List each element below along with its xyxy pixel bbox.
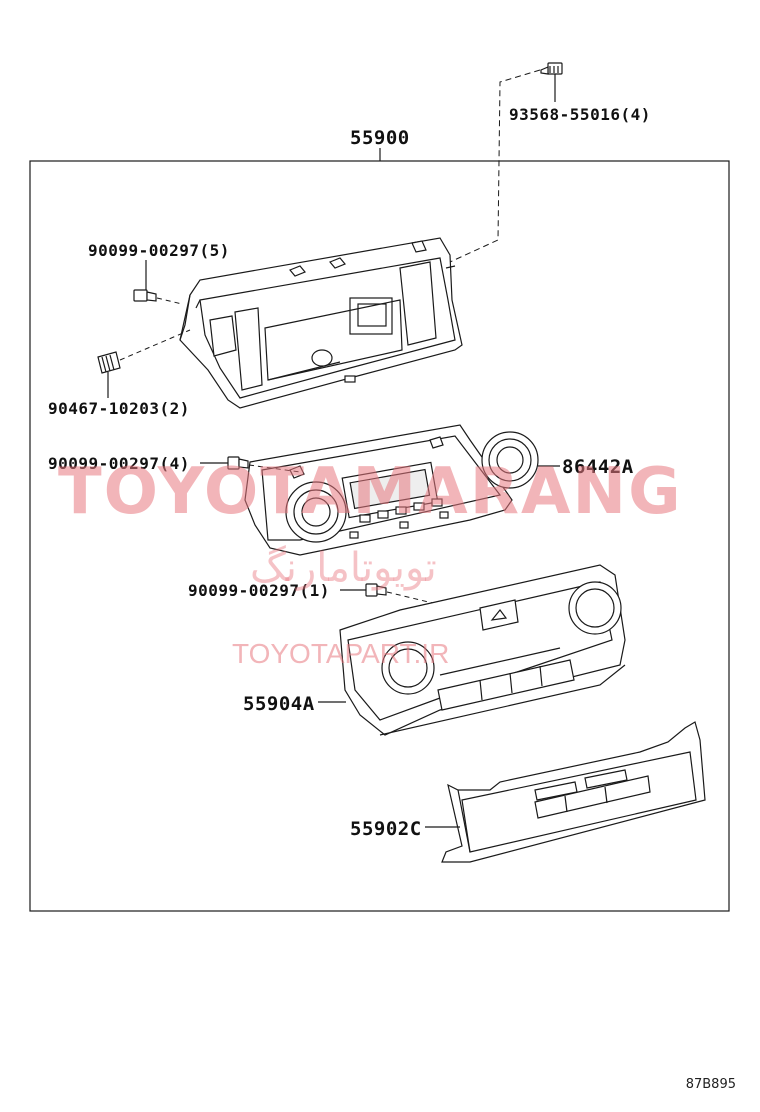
screw-90099-5-icon xyxy=(133,289,157,302)
label-clip-90467: 90467-10203(2) xyxy=(48,399,190,418)
screw-90099-1-icon xyxy=(365,583,387,597)
control-panel xyxy=(339,564,626,736)
clip-90467-icon xyxy=(97,351,121,374)
label-assembly-55900: 55900 xyxy=(350,127,410,149)
label-screw-90099-5: 90099-00297(5) xyxy=(88,241,230,260)
bezel-plate xyxy=(441,721,706,863)
label-bolt-93568: 93568-55016(4) xyxy=(509,105,651,124)
bolt-93568-icon xyxy=(540,62,563,75)
drawing-code: 87B895 xyxy=(685,1077,736,1092)
label-panel-55904a: 55904A xyxy=(243,693,315,715)
label-screw-90099-4: 90099-00297(4) xyxy=(48,454,190,473)
label-screw-90099-1: 90099-00297(1) xyxy=(188,581,330,600)
label-plate-55902c: 55902C xyxy=(350,818,422,840)
screw-90099-4-icon xyxy=(227,456,249,470)
frame-bracket xyxy=(179,237,463,409)
control-board xyxy=(244,424,539,556)
label-knob-86442a: 86442A xyxy=(562,456,634,478)
